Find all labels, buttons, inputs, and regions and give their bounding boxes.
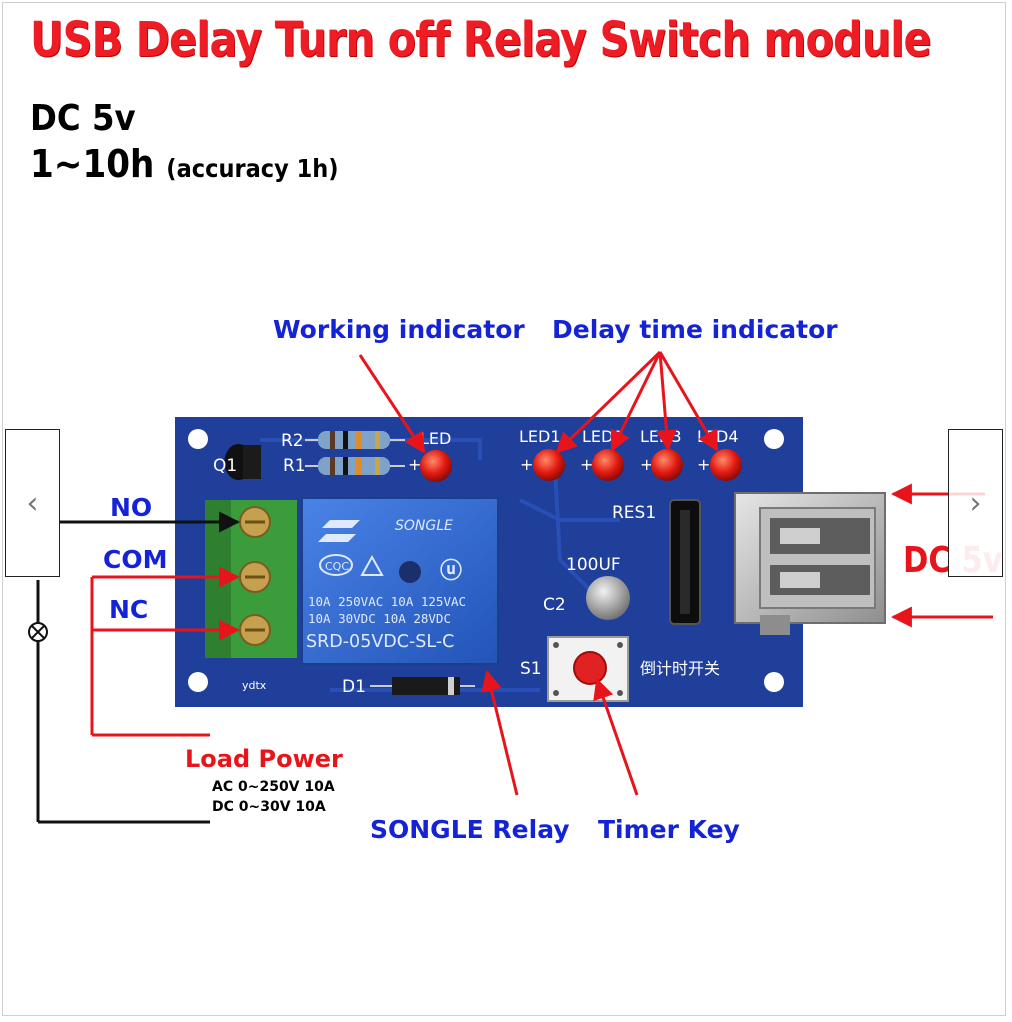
spec-range-value: 1~10h [30, 142, 155, 186]
label-c2: C2 [543, 595, 566, 615]
label-working-indicator: Working indicator [273, 315, 525, 344]
resistor-r2: R2 [281, 431, 405, 451]
ul-mark: ⓤ [440, 558, 462, 584]
chevron-left-icon: ‹ [26, 485, 39, 521]
label-ydtx: ydtx [242, 679, 267, 692]
label-r2: R2 [281, 431, 304, 451]
label-load-ac: AC 0~250V 10A [212, 779, 335, 795]
label-chinese: 倒计时开关 [640, 659, 720, 678]
chevron-right-icon: › [969, 485, 982, 521]
svg-text:+: + [697, 455, 710, 474]
label-dc-input-a: DC [903, 540, 951, 581]
songle-relay: SONGLE CQC ⓤ 10A 250VAC 10A 125VAC 10A 3… [301, 497, 499, 665]
diode-d1: D1 ydtx [242, 677, 475, 697]
lamp-icon [28, 622, 48, 642]
label-cap-value: 100UF [566, 555, 621, 575]
spec-accuracy: (accuracy 1h) [166, 154, 339, 183]
svg-text:+: + [580, 455, 593, 474]
carousel-prev-button[interactable]: ‹ [5, 429, 60, 577]
relay-rating-2: 10A 30VDC 10A 28VDC [308, 611, 451, 626]
led-plus-mark: + [408, 455, 421, 474]
label-led: LED [420, 429, 451, 448]
label-q1: Q1 [213, 456, 237, 476]
label-res1: RES1 [612, 503, 656, 523]
label-timer-key: Timer Key [598, 815, 740, 844]
label-led1: LED1 [519, 427, 561, 446]
svg-text:+: + [640, 455, 653, 474]
label-load-power: Load Power [185, 745, 343, 773]
spec-voltage: DC 5v [30, 98, 136, 139]
label-delay-time-indicator: Delay time indicator [552, 315, 838, 344]
label-led4: LED4 [697, 427, 739, 446]
resistor-res1: RES1 [612, 499, 701, 625]
relay-rating-1: 10A 250VAC 10A 125VAC [308, 594, 466, 609]
transistor-q1: Q1 [213, 444, 261, 480]
label-no: NO [110, 493, 153, 522]
resistor-r1: R1 [283, 456, 405, 476]
spec-range: 1~10h (accuracy 1h) [30, 142, 339, 186]
label-songle-relay: SONGLE Relay [370, 815, 570, 844]
delay-led-1: LED1 + [519, 427, 565, 481]
terminal-block [205, 500, 297, 658]
label-r1: R1 [283, 456, 306, 476]
relay-cert: CQC [325, 560, 349, 573]
capacitor-c2: 100UF C2 [543, 555, 630, 620]
relay-brand: SONGLE [395, 518, 453, 534]
page-title: USB Delay Turn off Relay Switch module [30, 12, 932, 68]
working-led: LED + [408, 429, 452, 482]
label-nc: NC [109, 595, 149, 624]
carousel-next-button[interactable]: › [948, 429, 1003, 577]
label-load-dc: DC 0~30V 10A [212, 799, 326, 815]
callout-arrows [36, 350, 993, 824]
label-s1: S1 [520, 659, 542, 679]
timer-switch-s1: S1 倒计时开关 [520, 636, 720, 702]
label-com: COM [103, 545, 168, 574]
usb-connector [734, 492, 886, 635]
label-led3: LED3 [640, 427, 682, 446]
svg-text:+: + [520, 455, 533, 474]
relay-model: SRD-05VDC-SL-C [306, 632, 454, 652]
label-d1: D1 [342, 677, 366, 697]
